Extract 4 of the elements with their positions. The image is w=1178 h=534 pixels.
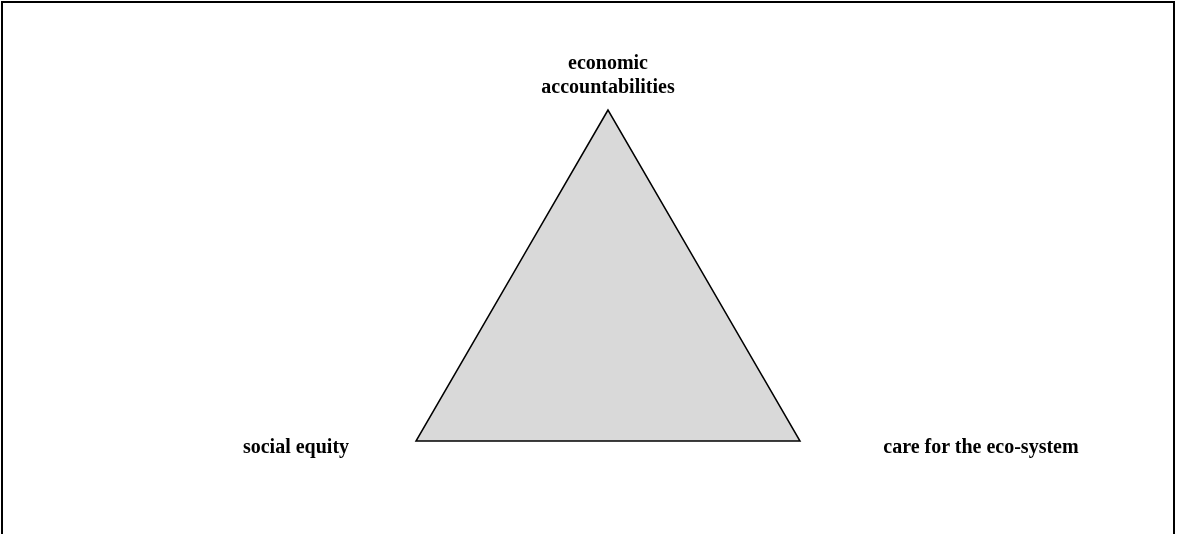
vertex-label: social equity [241, 434, 351, 458]
vertex-label: care for the eco-system [882, 434, 1080, 458]
triangle-shape [414, 108, 802, 442]
vertex-label: economic accountabilities [540, 50, 676, 98]
